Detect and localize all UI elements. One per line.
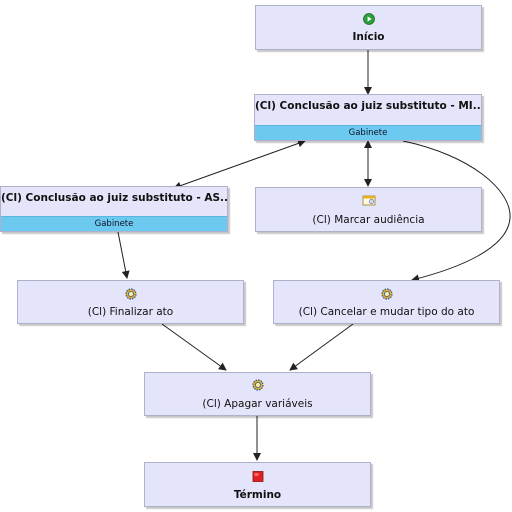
node-inicio[interactable]: Início [255, 5, 482, 50]
edge-finalizar-to-apagar [161, 323, 227, 371]
node-label: (Cl) Marcar audiência [312, 214, 425, 226]
edge-conclusao-mi-to-cancelar [402, 140, 511, 283]
node-marcar-audiencia[interactable]: (Cl) Marcar audiência [255, 187, 482, 232]
node-conclusao-juiz-mi[interactable]: (Cl) Conclusão ao juiz substituto - MI..… [254, 94, 482, 141]
start-play-icon [362, 13, 375, 25]
stop-icon [252, 471, 263, 482]
edge-conclusao-mi-conclusao-as [173, 139, 306, 190]
node-label: (Cl) Cancelar e mudar tipo do ato [298, 306, 475, 318]
gear-icon [251, 379, 264, 391]
edge-conclusao-as-to-finalizar [117, 231, 130, 279]
node-finalizar-ato[interactable]: (Cl) Finalizar ato [17, 280, 244, 324]
node-label: (Cl) Conclusão ao juiz substituto - AS..… [1, 192, 227, 204]
node-label: (Cl) Conclusão ao juiz substituto - MI..… [255, 100, 481, 112]
node-label: Término [233, 489, 282, 501]
node-apagar-variaveis[interactable]: (Cl) Apagar variáveis [144, 372, 371, 416]
swimlane-label: Gabinete [1, 216, 227, 231]
edge-cancelar-to-apagar [289, 323, 354, 371]
calendar-icon [362, 195, 375, 206]
node-termino[interactable]: Término [144, 462, 371, 507]
node-label: (Cl) Apagar variáveis [202, 398, 313, 410]
node-label: (Cl) Finalizar ato [87, 306, 174, 318]
gear-icon [380, 288, 393, 300]
node-conclusao-juiz-as[interactable]: (Cl) Conclusão ao juiz substituto - AS..… [0, 186, 228, 232]
gear-icon [124, 288, 137, 300]
node-cancelar-mudar-tipo-ato[interactable]: (Cl) Cancelar e mudar tipo do ato [273, 280, 500, 324]
swimlane-label: Gabinete [255, 125, 481, 140]
node-label: Início [352, 31, 385, 43]
